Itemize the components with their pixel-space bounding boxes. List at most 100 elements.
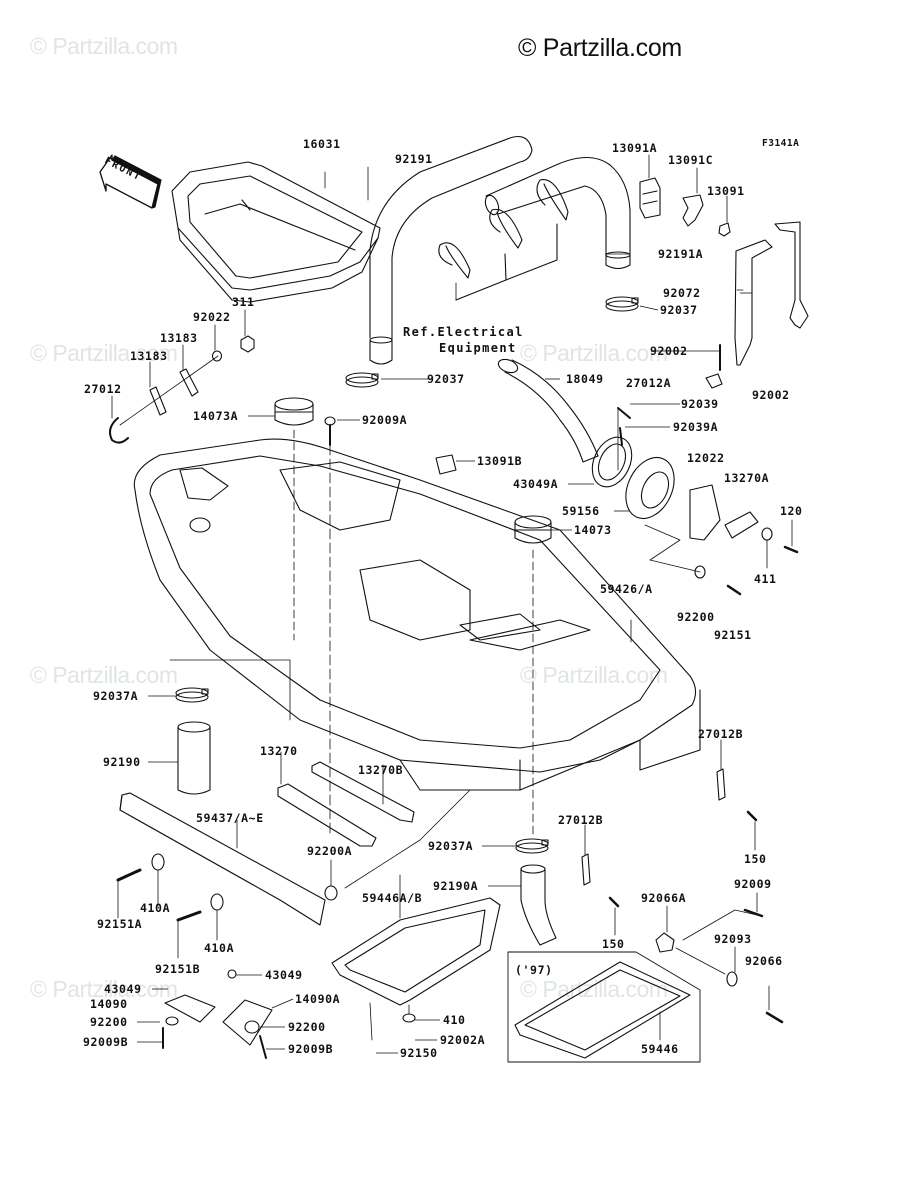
- part-label[interactable]: 92066A: [641, 891, 687, 905]
- part-92190-tube: [169, 659, 291, 795]
- part-label[interactable]: 92072: [663, 286, 701, 300]
- part-label[interactable]: 92190A: [433, 879, 479, 893]
- part-label[interactable]: 59156: [562, 504, 600, 518]
- part-label[interactable]: 14090A: [295, 992, 341, 1006]
- part-label[interactable]: 92190: [103, 755, 141, 769]
- part-12022-plate: [689, 484, 721, 541]
- part-13091b: [435, 454, 457, 475]
- figure-code: F3141A: [762, 138, 800, 149]
- part-label[interactable]: 92037: [660, 303, 698, 317]
- partzilla-copyright: © Partzilla.com: [518, 34, 682, 62]
- part-label[interactable]: 59437/A~E: [196, 811, 264, 825]
- part-label[interactable]: 92037A: [93, 689, 139, 703]
- part-label[interactable]: 92200: [288, 1020, 326, 1034]
- part-label[interactable]: 92151A: [97, 917, 143, 931]
- part-label[interactable]: 59426/A: [600, 582, 653, 596]
- part-label[interactable]: 43049A: [513, 477, 559, 491]
- part-92037-clamp: [605, 296, 639, 312]
- part-label[interactable]: 311: [232, 295, 255, 309]
- part-label[interactable]: 92022: [193, 310, 231, 324]
- part-label[interactable]: 27012A: [626, 376, 672, 390]
- part-label[interactable]: 43049: [265, 968, 303, 982]
- part-13270-rail: [277, 751, 415, 847]
- part-label[interactable]: 92191: [395, 152, 433, 166]
- part-92039-pins: [617, 407, 631, 471]
- part-label[interactable]: 92151: [714, 628, 752, 642]
- part-92072-strap: [734, 221, 809, 366]
- part-label[interactable]: 150: [602, 937, 625, 951]
- part-label[interactable]: 16031: [303, 137, 341, 151]
- part-92066a-valve: [655, 892, 784, 1024]
- part-label[interactable]: 13091: [707, 184, 745, 198]
- part-label[interactable]: 13270B: [358, 763, 404, 777]
- part-13270a-block: [724, 511, 759, 539]
- part-label[interactable]: 27012: [84, 382, 122, 396]
- part-label[interactable]: 13091A: [612, 141, 658, 155]
- watermark: © Partzilla.com: [30, 340, 178, 366]
- part-label[interactable]: 14073A: [193, 409, 239, 423]
- part-label[interactable]: 27012B: [698, 727, 744, 741]
- part-label[interactable]: 92009: [734, 877, 772, 891]
- reference-note-line2: Equipment: [439, 341, 517, 355]
- part-label[interactable]: 92200: [90, 1015, 128, 1029]
- reference-note-line1: Ref.Electrical: [403, 325, 524, 339]
- part-label[interactable]: 43049: [104, 982, 142, 996]
- part-92191a-hose: [484, 156, 631, 270]
- part-label[interactable]: 92009B: [288, 1042, 334, 1056]
- part-14073-plug: [514, 515, 552, 836]
- part-label[interactable]: 13183: [130, 349, 168, 363]
- part-label[interactable]: 14073: [574, 523, 612, 537]
- part-label[interactable]: 13270: [260, 744, 298, 758]
- part-92037a-clamp-lower: [515, 838, 549, 854]
- part-label[interactable]: 120: [780, 504, 803, 518]
- part-label[interactable]: 14090: [90, 997, 128, 1011]
- part-label[interactable]: 92066: [745, 954, 783, 968]
- part-92037a-clamp: [175, 687, 209, 703]
- part-14073a-plug: [274, 397, 314, 641]
- part-label[interactable]: 92039: [681, 397, 719, 411]
- part-label[interactable]: 92093: [714, 932, 752, 946]
- part-label[interactable]: 13091C: [668, 153, 714, 167]
- part-label[interactable]: 12022: [687, 451, 725, 465]
- part-label[interactable]: 92151B: [155, 962, 201, 976]
- part-label[interactable]: 92200A: [307, 844, 353, 858]
- part-16031-storage-tray: [171, 161, 381, 303]
- part-label[interactable]: 410A: [204, 941, 235, 955]
- year-note: ('97): [515, 963, 553, 977]
- part-label[interactable]: 59446A/B: [362, 891, 423, 905]
- part-label[interactable]: 411: [754, 572, 777, 586]
- part-label[interactable]: 92191A: [658, 247, 704, 261]
- part-label[interactable]: 13183: [160, 331, 198, 345]
- part-label[interactable]: 92039A: [673, 420, 719, 434]
- part-label[interactable]: 410: [443, 1013, 466, 1027]
- part-label[interactable]: 92150: [400, 1046, 438, 1060]
- part-label[interactable]: 410A: [140, 901, 171, 915]
- cable-ties: [438, 179, 569, 301]
- part-label[interactable]: 92037: [427, 372, 465, 386]
- part-59426-hull: [133, 438, 701, 791]
- front-arrow-icon: [99, 154, 162, 209]
- part-59156-flange: [625, 456, 675, 520]
- watermark: © Partzilla.com: [520, 340, 668, 366]
- part-label[interactable]: 92037A: [428, 839, 474, 853]
- part-label[interactable]: 27012B: [558, 813, 604, 827]
- part-92037-clamp-lower: [345, 372, 379, 388]
- part-label[interactable]: 92009B: [83, 1035, 129, 1049]
- part-18049-hose: [497, 358, 599, 463]
- part-label[interactable]: 150: [744, 852, 767, 866]
- part-label[interactable]: 13091B: [477, 454, 523, 468]
- part-label[interactable]: 92002: [752, 388, 790, 402]
- part-13091-clamps: [639, 154, 731, 237]
- part-label[interactable]: 92009A: [362, 413, 408, 427]
- part-label[interactable]: 92200: [677, 610, 715, 624]
- fastener-311-92022: [211, 309, 255, 362]
- part-label[interactable]: 13270A: [724, 471, 770, 485]
- part-label[interactable]: 18049: [566, 372, 604, 386]
- part-59446ab-ride-plate: [331, 874, 501, 1041]
- part-92200a-washer: [324, 789, 471, 901]
- part-92009a-bolt: [324, 416, 336, 836]
- part-label[interactable]: 92002A: [440, 1033, 486, 1047]
- part-59446-97-box: [507, 951, 701, 1063]
- part-label[interactable]: 59446: [641, 1042, 679, 1056]
